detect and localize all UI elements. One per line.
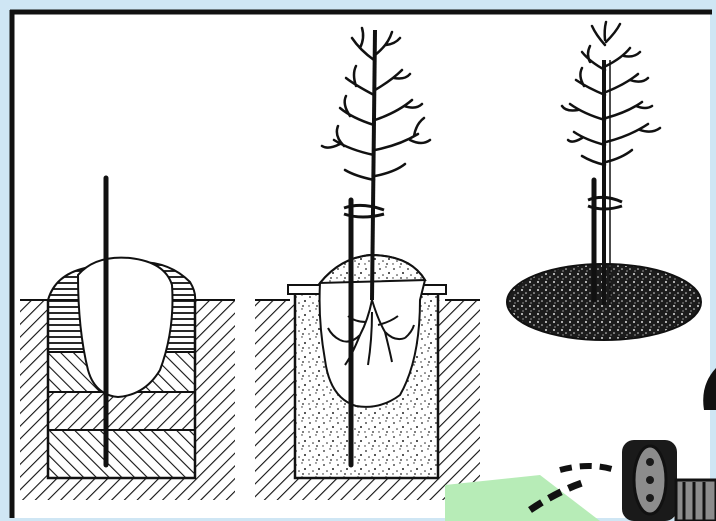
illustration-root [0,0,716,521]
tree-planting-diagram [0,0,716,521]
